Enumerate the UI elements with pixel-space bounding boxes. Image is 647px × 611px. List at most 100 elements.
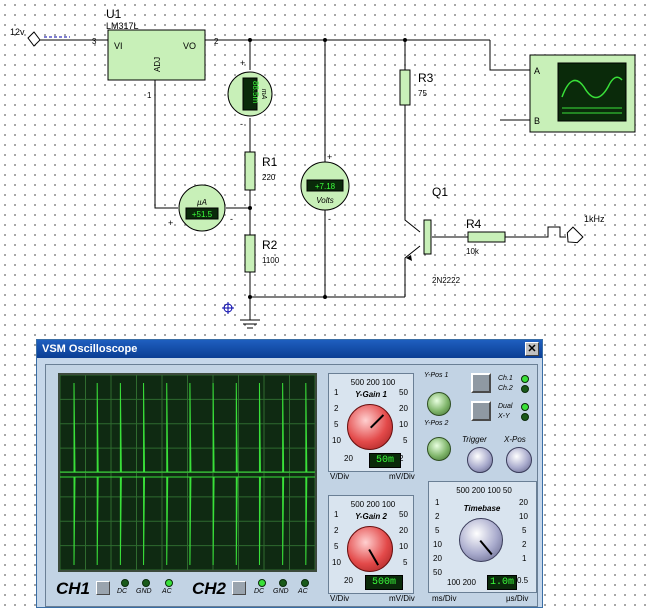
ygain2-tick: 5	[334, 542, 339, 551]
ch1-ac-led	[165, 579, 173, 587]
ch2-label: CH2	[192, 579, 227, 598]
ygain2-tick: 20	[344, 576, 353, 585]
ygain2-unit-right: mV/Div	[389, 594, 415, 603]
trace-ch1	[60, 382, 315, 473]
ch1-gnd-led	[142, 579, 150, 587]
r3-resistor[interactable]	[399, 69, 411, 106]
voltmeter-minus: -	[328, 214, 331, 224]
timebase-tick: 1	[522, 554, 527, 563]
ch2-coupling-button[interactable]	[232, 581, 246, 595]
schematic-canvas: 12v U1 LM317L VI VO ADJ 3 2 1 88.5m mA +…	[10, 7, 636, 329]
r3-value: 75	[418, 89, 427, 98]
trace-ch2	[60, 476, 315, 566]
u1-pin3: 3	[92, 37, 97, 46]
timebase-title: Timebase	[463, 504, 501, 513]
u1-pin-adj: ADJ	[153, 57, 162, 72]
ygain1-tick: 5	[403, 436, 408, 445]
ch1-coupling-button[interactable]	[96, 581, 110, 595]
ch2-select-label: Ch.2	[498, 385, 513, 392]
q1-part: 2N2222	[432, 276, 461, 285]
oscilloscope-titlebar[interactable]: VSM Oscilloscope	[37, 340, 542, 358]
r1-ref: R1	[262, 155, 278, 169]
q1-ref: Q1	[432, 185, 448, 199]
trigger-label: Trigger	[462, 435, 487, 444]
ammeter-ua-minus: -	[230, 214, 233, 224]
ygain1-unit-left: V/Div	[330, 472, 350, 481]
ygain1-knob[interactable]	[347, 404, 393, 450]
ammeter-ua[interactable]: µA +51.5 + -	[168, 184, 233, 232]
pulse-terminal-icon	[566, 226, 584, 244]
scope-screen	[58, 373, 317, 572]
ch1-select-label: Ch.1	[498, 375, 513, 382]
ygain2-tick: 5	[403, 558, 408, 567]
voltmeter-reading: +7.18	[315, 182, 336, 191]
dual-led	[521, 403, 529, 411]
ygain2-readout: 500m	[365, 575, 403, 590]
ypos1-label: Y-Pos 1	[424, 372, 449, 379]
ch1-dc-led	[121, 579, 129, 587]
ygain1-title: Y-Gain 1	[355, 390, 387, 399]
timebase-panel: 500 200 100 50 Timebase 1 2 5 10 20 50 2…	[428, 481, 537, 593]
ygain2-tick: 2	[334, 526, 339, 535]
xpos-knob[interactable]	[506, 447, 532, 473]
q1-transistor[interactable]	[423, 219, 432, 255]
ammeter-ma-reading: 88.5m	[251, 81, 260, 104]
u1-part: LM317L	[106, 21, 139, 31]
ygain1-tick: 2	[399, 454, 404, 463]
ammeter-ma[interactable]: 88.5m mA + -	[227, 58, 273, 129]
r1-resistor[interactable]	[244, 151, 256, 191]
ygain1-tick: 10	[399, 420, 408, 429]
ypos1-knob[interactable]	[427, 392, 451, 416]
r4-resistor[interactable]	[467, 231, 506, 243]
timebase-tick: 1	[435, 498, 440, 507]
timebase-readout: 1.0m	[487, 575, 517, 590]
ch2-gnd-led	[279, 579, 287, 587]
ch1-ac-label: AC	[162, 588, 172, 595]
ammeter-ma-unit: mA	[260, 89, 267, 100]
scope-pin-a: A	[534, 66, 540, 76]
ygain1-tick: 10	[332, 436, 341, 445]
ygain1-panel: 500 200 100 Y-Gain 1 1 2 5 10 20 50 20 1…	[328, 373, 414, 472]
timebase-tick: 20	[433, 554, 442, 563]
u1-pin-vi: VI	[114, 41, 123, 51]
emitter-arrow-icon	[406, 255, 412, 261]
ygain2-tick: 10	[399, 542, 408, 551]
ammeter-ua-reading: +51.5	[192, 210, 213, 219]
voltmeter-plus: +	[327, 152, 332, 162]
input-label: 12v	[10, 27, 25, 37]
u1-pin-vo: VO	[183, 41, 196, 51]
trigger-knob[interactable]	[467, 447, 493, 473]
ygain2-tick: 1	[334, 510, 339, 519]
voltmeter-unit: Volts	[316, 196, 334, 205]
ammeter-ma-plus: +	[240, 58, 245, 68]
voltmeter[interactable]: +7.18 Volts + -	[300, 152, 350, 224]
oscilloscope-title: VSM Oscilloscope	[42, 343, 138, 355]
input-terminal-icon	[27, 31, 41, 47]
timebase-tick: 2	[522, 540, 527, 549]
ch2-ac-led	[301, 579, 309, 587]
ygain2-tick: 20	[399, 526, 408, 535]
ygain1-unit-right: mV/Div	[389, 472, 415, 481]
ygain1-tick: 5	[334, 420, 339, 429]
r4-value: 10k	[466, 247, 480, 256]
xpos-label: X-Pos	[504, 435, 526, 444]
r2-ref: R2	[262, 238, 278, 252]
ygain2-knob[interactable]	[347, 526, 393, 572]
ammeter-ma-minus: -	[240, 119, 243, 129]
ch1-select-led	[521, 375, 529, 383]
pulse-label: 1kHz	[584, 214, 605, 224]
timebase-knob[interactable]	[459, 518, 503, 562]
ypos2-knob[interactable]	[427, 437, 451, 461]
ygain1-tick: 1	[334, 388, 339, 397]
channel-select-button[interactable]	[471, 373, 491, 393]
dual-label: Dual	[498, 403, 513, 410]
scope-symbol[interactable]	[529, 54, 636, 133]
ch2-gnd-label: GND	[273, 588, 289, 595]
close-button[interactable]: ✕	[525, 342, 539, 356]
timebase-tick: 2	[435, 512, 440, 521]
ypos2-label: Y-Pos 2	[424, 420, 449, 427]
mode-select-button[interactable]	[471, 401, 491, 421]
r2-resistor[interactable]	[244, 234, 256, 273]
xy-led	[521, 413, 529, 421]
ammeter-ua-plus: +	[168, 218, 173, 228]
